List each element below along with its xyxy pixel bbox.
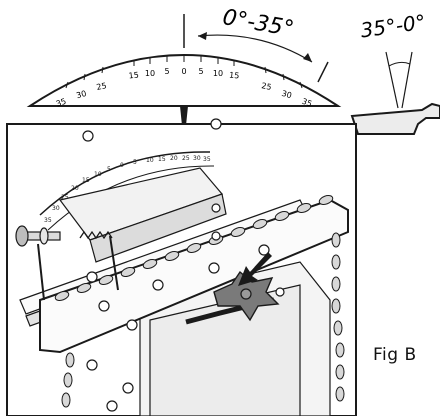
bolt-icon [122, 382, 134, 394]
machine-scale-tick: 25 [61, 194, 69, 201]
protractor-tick-label: 30 [75, 89, 87, 100]
arm-body [89, 193, 227, 263]
protractor-tick-label: 25 [261, 81, 273, 92]
protractor-ticks [65, 55, 303, 89]
chain-link [335, 342, 345, 358]
chain-link [65, 352, 75, 368]
protractor-tick-label: 10 [145, 69, 155, 78]
machine-scale-tick: 20 [71, 185, 79, 192]
saw-chain [54, 195, 345, 408]
chain-link [61, 392, 71, 408]
machine-scale-tick: 35 [203, 156, 211, 163]
machine-scale-tick: 30 [52, 205, 60, 212]
bolt-icon [126, 319, 138, 331]
bolt-icon [86, 271, 98, 283]
angle-range-label: 0°-35° [221, 5, 296, 42]
cutter-tooth-profile [350, 102, 440, 135]
protractor-tick-label: 35 [301, 97, 314, 109]
machine-scale-arc [39, 151, 211, 216]
chain-link [274, 211, 290, 221]
chain-link [296, 203, 312, 213]
arrow-head [198, 32, 207, 40]
chain-link [76, 283, 92, 293]
chain-link [331, 254, 341, 270]
bolt-icon [211, 231, 221, 241]
clamp-knob-hub [240, 288, 252, 300]
chain-link [142, 259, 158, 269]
knob-nut [39, 227, 49, 245]
sharpener-machine: 35 30 25 20 15 10 5 0 5 10 15 20 25 30 3… [15, 118, 349, 416]
side-knob [15, 225, 61, 247]
protractor-tick-label: 0 [181, 67, 186, 76]
protractor-tick-label: 15 [128, 71, 139, 81]
chain-link [335, 386, 345, 402]
protractor-tick-label: 5 [164, 67, 169, 76]
protractor-tick-label: 5 [198, 67, 203, 76]
tooth-inset: 35°-0° [350, 10, 440, 135]
bolt-icon [98, 300, 110, 312]
machine-scale-tick: 10 [94, 171, 102, 178]
machine-scale-tick: 20 [170, 155, 178, 162]
chain-link [54, 291, 70, 301]
protractor-tick-label: 35 [55, 97, 68, 109]
machine-scale-tick: 0 [120, 162, 124, 169]
chain-link [120, 267, 136, 277]
angle-arc-arrow [197, 34, 313, 63]
bolt-icon [211, 203, 221, 213]
machine-scale-tick: 15 [158, 156, 166, 163]
protractor-tick-label: 10 [213, 69, 223, 78]
bolt-icon [86, 359, 98, 371]
tension-spring [79, 230, 113, 240]
machine-scale-tick: 35 [44, 217, 52, 224]
chain-link [331, 232, 341, 248]
chain-link [98, 275, 114, 285]
chain-link [335, 364, 345, 380]
support-leg [109, 235, 119, 291]
protractor-tick-label: 30 [281, 89, 293, 100]
chain-link [230, 227, 246, 237]
inset-arc [388, 61, 411, 67]
support-leg [37, 243, 45, 301]
bolt-icon [210, 118, 222, 130]
arrow-head [303, 53, 312, 62]
protractor-35-line [317, 61, 329, 83]
machine-scale-tick: 25 [182, 155, 190, 162]
inset-ref-line [385, 51, 399, 109]
inset-angle-label: 35°-0° [359, 10, 427, 43]
machine-scale-tick: 10 [146, 157, 154, 164]
bolts [82, 118, 285, 412]
figure-caption: Fig B [373, 345, 417, 365]
pointer-arrow [238, 252, 272, 286]
bolt-icon [208, 262, 220, 274]
machine-scale-tick: 15 [82, 177, 90, 184]
bolt-icon [275, 287, 285, 297]
protractor: 35 30 25 15 10 5 0 5 10 15 25 30 35 0°-3… [26, 5, 342, 145]
protractor-body [26, 54, 342, 107]
machine-scale-tick: 5 [107, 166, 111, 173]
inset-ref-line [401, 51, 413, 109]
chain-link [164, 251, 180, 261]
knob-cap [15, 225, 29, 247]
machine-scale-arc [47, 165, 215, 231]
chain-link [318, 195, 334, 205]
machine-scale-tick: 30 [193, 155, 201, 162]
bolt-icon [82, 130, 94, 142]
chain-link [333, 320, 343, 336]
chain-link [186, 243, 202, 253]
machine-scale: 35 30 25 20 15 10 5 0 5 10 15 20 25 30 3… [44, 155, 211, 224]
chain-link [331, 276, 341, 292]
protractor-tick-label: 25 [96, 81, 108, 92]
machine-scale-tick: 5 [133, 159, 137, 166]
bolt-icon [106, 400, 118, 412]
chain-link [252, 219, 268, 229]
protractor-tick-label: 15 [229, 71, 240, 81]
bolt-icon [258, 244, 270, 256]
chain-link [331, 298, 341, 314]
chain-link [63, 372, 73, 388]
bolt-icon [152, 279, 164, 291]
